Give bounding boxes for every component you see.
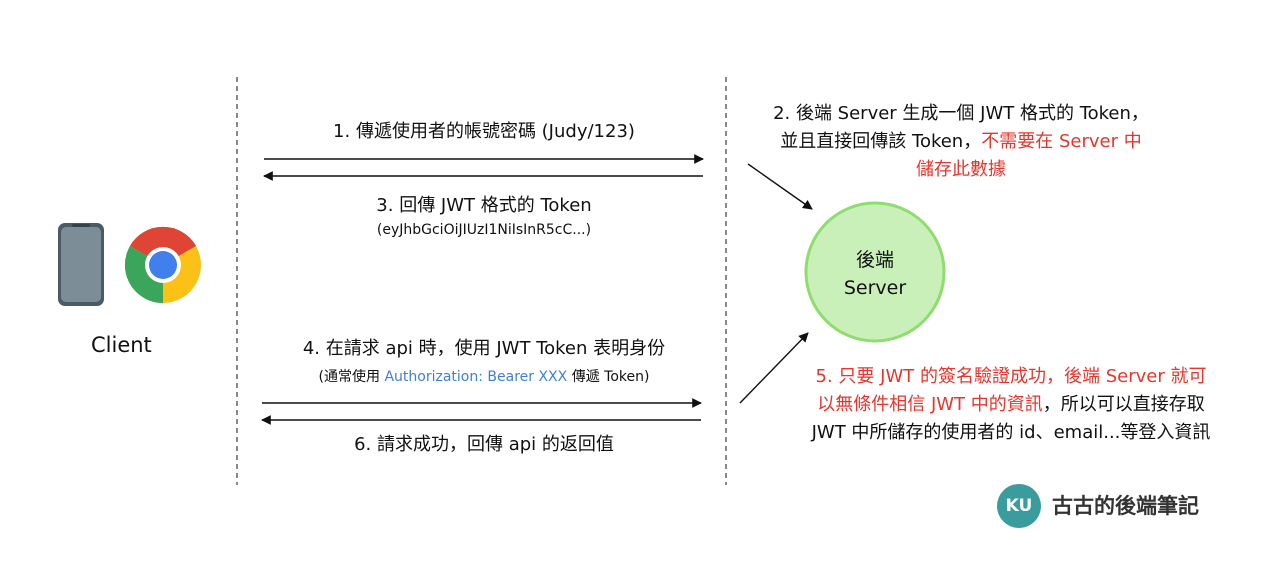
server-circle — [804, 201, 946, 343]
server-label-line2: Server — [843, 277, 907, 299]
step-2-line2: 並且直接回傳該 Token，不需要在 Server 中 — [745, 128, 1177, 156]
ku-logo-icon — [997, 484, 1041, 528]
step-4-text: 4. 在請求 api 時，使用 JWT Token 表明身份 — [302, 338, 666, 359]
client-label: Client — [91, 333, 152, 357]
step-5-line2b: ，所以可以直接存取 — [1042, 394, 1205, 415]
step-5-line2a: 以無條件相信 JWT 中的資訊 — [817, 394, 1043, 415]
brand-logo-text: KU — [1005, 496, 1033, 516]
server-label-line1: 後端 — [855, 249, 894, 271]
step-2-line2a: 並且直接回傳該 Token， — [780, 131, 982, 152]
step-4-note-pre: (通常使用 — [318, 369, 385, 385]
server-label: 後端 Server — [806, 246, 944, 302]
step-2-line1: 2. 後端 Server 生成一個 JWT 格式的 Token， — [773, 103, 1149, 124]
step-3-text: 3. 回傳 JWT 格式的 Token — [376, 195, 592, 216]
arrow-to-server — [747, 163, 813, 210]
step-4-note-post: 傳遞 Token) — [567, 369, 650, 385]
step-5-text: 5. 只要 JWT 的簽名驗證成功，後端 Server 就可 以無條件相信 JW… — [780, 363, 1242, 447]
step-4-note: (通常使用 Authorization: Bearer XXX 傳遞 Token… — [264, 366, 704, 386]
step-6-text: 6. 請求成功，回傳 api 的返回值 — [354, 434, 614, 455]
arrow-from-server — [739, 332, 809, 404]
step-1-text: 1. 傳遞使用者的帳號密碼 (Judy/123) — [333, 121, 635, 142]
step-5-line1: 5. 只要 JWT 的簽名驗證成功，後端 Server 就可 — [815, 366, 1207, 387]
step-3-token: (eyJhbGciOiJIUzI1NiIsInR5cC...) — [376, 222, 592, 238]
brand-name: 古古的後端筆記 — [1052, 494, 1199, 518]
phone-icon — [58, 223, 104, 306]
step-5-line3: JWT 中所儲存的使用者的 id、email...等登入資訊 — [811, 422, 1211, 443]
chrome-icon — [124, 226, 201, 304]
step-4-auth-header: Authorization: Bearer XXX — [384, 369, 568, 385]
step-2-line3: 儲存此數據 — [916, 159, 1006, 180]
step-2-text: 2. 後端 Server 生成一個 JWT 格式的 Token， 並且直接回傳該… — [745, 100, 1177, 184]
step-5-line2: 以無條件相信 JWT 中的資訊，所以可以直接存取 — [780, 391, 1242, 419]
step-2-line2b: 不需要在 Server 中 — [981, 131, 1142, 152]
